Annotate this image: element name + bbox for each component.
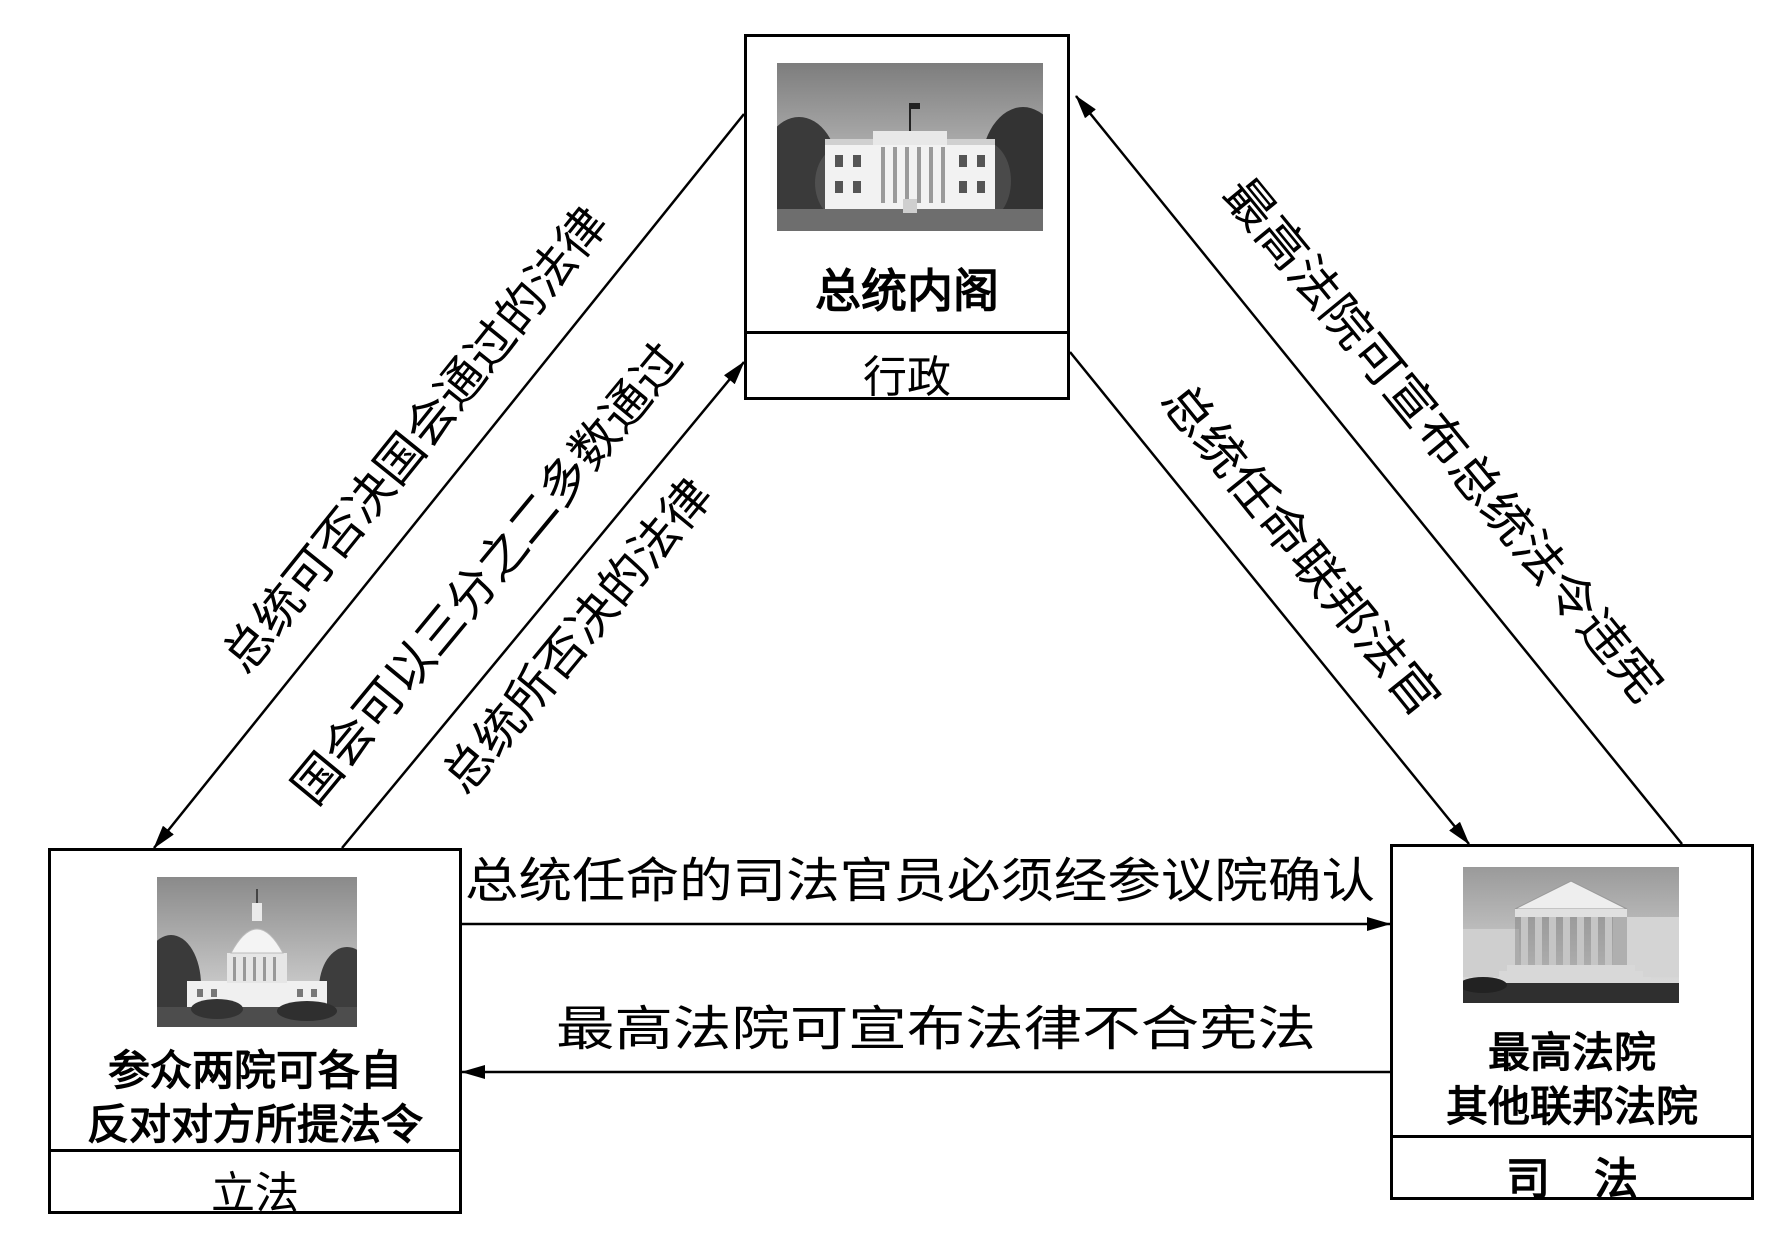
legislative-name-line1: 参众两院可各自: [107, 1046, 402, 1095]
legislative-name-line2: 反对对方所提法令: [86, 1100, 423, 1149]
supreme-court-photo: [1463, 867, 1679, 1003]
arrow-appoint-judges: [1069, 351, 1470, 845]
capitol-photo: [157, 877, 357, 1027]
label-review-laws: 最高法院可宣布法律不合宪法: [556, 1001, 1316, 1057]
label-senate-confirm: 总统任命的司法官员必须经参议院确认: [465, 853, 1375, 909]
judicial-box: 最高法院 其他联邦法院 司 法: [1390, 844, 1754, 1205]
judicial-name-line1: 最高法院: [1487, 1028, 1656, 1077]
executive-divider: [747, 331, 1067, 334]
legislative-branch-label: 立法: [211, 1168, 299, 1219]
judicial-name-line2: 其他联邦法院: [1445, 1082, 1698, 1131]
executive-box: 总统内阁 行政: [744, 34, 1070, 403]
arrow-review-orders: [1075, 95, 1683, 845]
arrow-override: [341, 361, 745, 849]
label-override-2: 总统所否决的法律: [432, 468, 724, 804]
label-review-orders: 最高法院可宣布总统法令违宪: [1212, 167, 1673, 713]
judicial-branch-label: 司 法: [1506, 1154, 1638, 1205]
executive-name: 总统内阁: [815, 264, 999, 318]
legislative-box: 参众两院可各自 反对对方所提法令 立法: [48, 848, 462, 1219]
label-veto: 总统可否决国会通过的法律: [212, 197, 619, 684]
judicial-divider: [1393, 1135, 1751, 1138]
executive-branch-label: 行政: [863, 352, 951, 403]
white-house-photo: [777, 63, 1043, 231]
arrow-veto: [153, 113, 745, 849]
legislative-divider: [51, 1149, 459, 1152]
